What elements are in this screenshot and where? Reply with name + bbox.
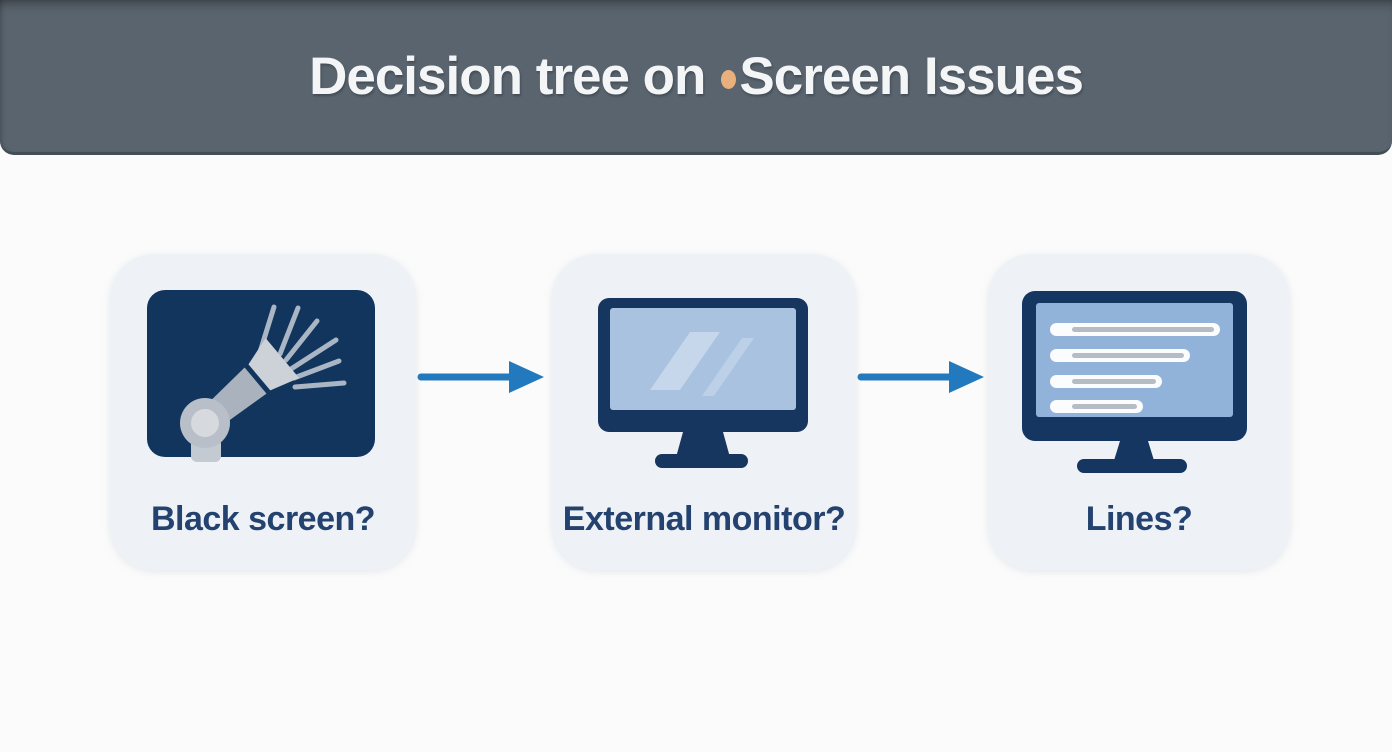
external-monitor-icon xyxy=(598,298,808,473)
arrow-right-icon xyxy=(417,361,544,393)
monitor-lines-icon xyxy=(1022,291,1247,481)
flashlight-icon xyxy=(147,290,375,462)
page-title: Decision tree on Screen Issues xyxy=(309,46,1084,107)
orange-dot-icon xyxy=(721,69,737,89)
node-label: Black screen? xyxy=(150,500,376,538)
header-banner: Decision tree on Screen Issues xyxy=(0,0,1392,155)
title-text-left: Decision tree on xyxy=(309,46,706,106)
node-label: External monitor? xyxy=(562,500,846,538)
node-label: Lines? xyxy=(1085,500,1193,538)
node-black-screen: Black screen? xyxy=(110,254,416,570)
node-lines: Lines? xyxy=(988,254,1290,570)
node-external-monitor: External monitor? xyxy=(552,254,856,570)
title-text-right: Screen Issues xyxy=(739,46,1084,106)
arrow-right-icon xyxy=(857,361,984,393)
